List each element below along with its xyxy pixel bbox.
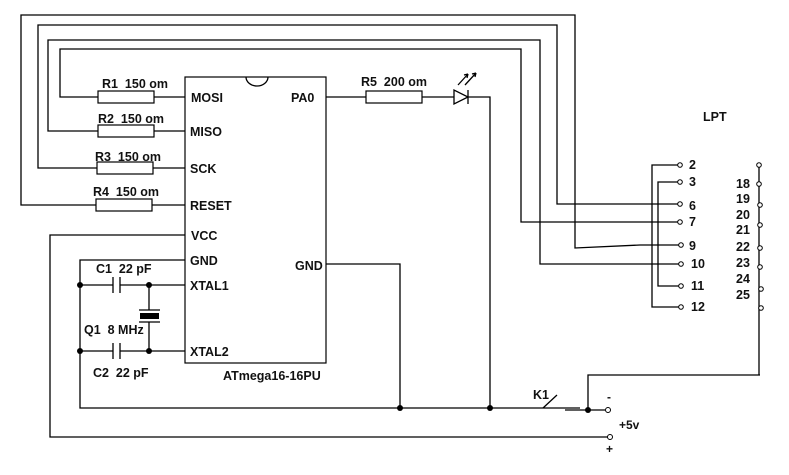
svg-text:3: 3	[689, 175, 696, 189]
svg-text:20: 20	[736, 208, 750, 222]
svg-text:10: 10	[691, 257, 705, 271]
c2-label: C2 22 pF	[93, 366, 149, 380]
k1-label: K1	[533, 388, 549, 402]
lpt-right-pin-labels: 18 19 20 21 22 23 24 25	[736, 177, 750, 302]
svg-text:11: 11	[691, 279, 704, 293]
pin-gnd-left: GND	[190, 254, 218, 268]
svg-text:22: 22	[736, 240, 750, 254]
r3-label: R3 150 om	[95, 150, 161, 164]
mcu-body	[184, 76, 327, 364]
wire-miso-pin10	[47, 39, 680, 265]
wire-reset-pin9	[20, 14, 680, 249]
q1-label: Q1 8 MHz	[84, 323, 144, 337]
pin-xtal2: XTAL2	[190, 345, 229, 359]
svg-text:23: 23	[736, 256, 750, 270]
wire-sck-pin6	[37, 24, 679, 205]
r2-label: R2 150 om	[98, 112, 164, 126]
svg-text:6: 6	[689, 199, 696, 213]
svg-text:24: 24	[736, 272, 750, 286]
resistor-r4	[95, 198, 153, 212]
junction	[487, 405, 493, 411]
pin-xtal1: XTAL1	[190, 279, 229, 293]
junction	[146, 282, 152, 288]
wire-gnd-bus	[79, 259, 580, 409]
pin-pa0: PA0	[291, 91, 314, 105]
svg-text:2: 2	[689, 158, 696, 172]
wire-pin2-pin12	[651, 164, 680, 308]
pin-gnd-right: GND	[295, 259, 323, 273]
wire-pa0-led	[326, 96, 491, 408]
pin-sck: SCK	[190, 162, 216, 176]
resistor-r2	[97, 124, 155, 138]
capacitor-c1	[112, 277, 121, 293]
pin-mosi: MOSI	[191, 91, 223, 105]
capacitor-c2	[112, 343, 121, 359]
chip-name: ATmega16-16PU	[223, 369, 321, 383]
svg-text:19: 19	[736, 192, 750, 206]
junction	[397, 405, 403, 411]
power-label: +5v	[619, 418, 640, 432]
plus-terminal[interactable]	[607, 434, 613, 440]
pin-miso: MISO	[190, 125, 222, 139]
junction	[146, 348, 152, 354]
r1-label: R1 150 om	[102, 77, 168, 91]
lpt-left-pin-labels: 2 3 6 7 9 10 11 12	[689, 158, 705, 314]
svg-text:25: 25	[736, 288, 750, 302]
wire-gnd-right	[326, 263, 401, 408]
svg-text:12: 12	[691, 300, 705, 314]
led-light-rays-icon	[457, 72, 477, 86]
r5-label: R5 200 om	[361, 75, 427, 89]
r4-label: R4 150 om	[93, 185, 159, 199]
crystal-plates	[139, 309, 160, 323]
lpt-right-terminals	[756, 162, 764, 311]
lpt-left-terminals	[677, 162, 684, 310]
pin-reset: RESET	[190, 199, 232, 213]
svg-text:7: 7	[689, 215, 696, 229]
wire-mosi-pin7	[59, 48, 679, 223]
minus-label: -	[607, 390, 611, 404]
led-icon	[453, 88, 470, 106]
wire-pin3-pin11	[657, 181, 680, 287]
lpt-title: LPT	[703, 110, 727, 124]
wire-vcc-plus	[49, 234, 608, 438]
c1-label: C1 22 pF	[96, 262, 152, 276]
svg-text:18: 18	[736, 177, 750, 191]
svg-text:9: 9	[689, 239, 696, 253]
pin-vcc: VCC	[191, 229, 217, 243]
mcu-notch	[245, 76, 269, 87]
junction	[77, 282, 83, 288]
svg-text:21: 21	[736, 223, 750, 237]
minus-terminal[interactable]	[605, 407, 611, 413]
resistor-r5	[365, 90, 423, 104]
resistor-r1	[97, 90, 155, 104]
wire-ground-lpt	[587, 374, 760, 410]
junction	[77, 348, 83, 354]
resistor-r3	[96, 161, 154, 175]
crystal-q1	[140, 313, 159, 319]
plus-label: +	[606, 442, 613, 456]
